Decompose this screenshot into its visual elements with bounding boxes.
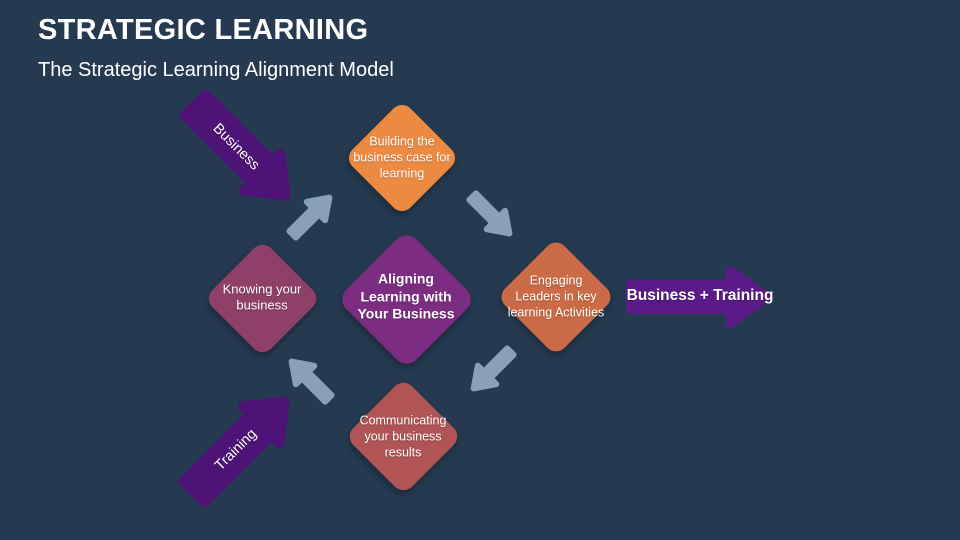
arrow-shape — [470, 345, 517, 392]
node-communicating-label: Communicating your business results — [359, 413, 447, 459]
flow-arrow-northeast-icon — [286, 194, 333, 241]
flow-arrow-northwest-icon — [288, 358, 335, 405]
arrow-shape — [626, 266, 772, 328]
training-input-arrow-icon — [178, 396, 290, 508]
node-building-label: Building the business case for learning — [353, 134, 451, 180]
business-input-arrow-icon — [179, 89, 291, 201]
output-arrow-icon — [626, 266, 772, 328]
arrow-shape — [179, 89, 291, 201]
page-title: STRATEGIC LEARNING — [38, 14, 369, 46]
flow-arrow-southwest-icon — [470, 345, 517, 392]
node-knowing-label: Knowing your business — [222, 281, 302, 313]
flow-arrow-southeast-icon — [466, 190, 513, 237]
arrow-shape — [466, 190, 513, 237]
page-subtitle: The Strategic Learning Alignment Model — [38, 59, 394, 81]
arrow-shape — [288, 358, 335, 405]
arrow-shape — [178, 396, 290, 508]
node-center-label: Aligning Learning with Your Business — [357, 270, 455, 322]
arrow-shape — [286, 194, 333, 241]
business-training-arrow-label: Business + Training — [626, 287, 774, 304]
node-engaging-label: Engaging Leaders in key learning Activit… — [507, 273, 605, 319]
